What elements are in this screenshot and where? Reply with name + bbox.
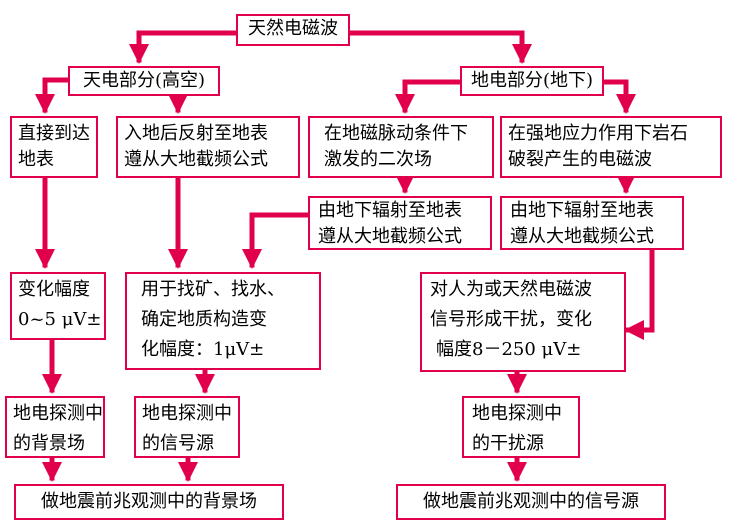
quake-bg-node: 做地震前兆观测中的背景场	[14, 484, 284, 520]
reflect-line-2: 遵从大地截频公式	[124, 149, 268, 170]
stress-line-1: 在强地应力作用下岩石	[508, 123, 688, 144]
stress-line-2: 破裂产生的电磁波	[508, 149, 652, 170]
rad1-line-1: 由地下辐射至地表	[318, 200, 462, 221]
rad2-node: 由地下辐射至地表 遵从大地截频公式	[500, 196, 684, 250]
sky-label: 天电部分(高空)	[82, 70, 206, 91]
direct-line-1: 直接到达	[18, 123, 90, 144]
sky-node: 天电部分(高空)	[68, 66, 220, 96]
rad1-node: 由地下辐射至地表 遵从大地截频公式	[308, 196, 492, 250]
use-line-2: 确定地质构造变	[141, 309, 267, 330]
interf-line-3: 幅度8－250 μV±	[436, 339, 582, 360]
rad2-line-2: 遵从大地截频公式	[510, 226, 654, 247]
arrow-rad2-to-interf	[624, 247, 655, 340]
reflect-node: 入地后反射至地表 遵从大地截频公式	[116, 116, 300, 178]
ground-node: 地电部分(地下)	[460, 66, 604, 96]
interf-line-2: 信号形成干扰，变化	[430, 309, 592, 330]
sig-line-2: 的信号源	[142, 433, 214, 454]
arrow-root-to-ground	[347, 30, 532, 64]
amp-line-2: 0~5 μV±	[18, 309, 102, 330]
direct-line-2: 地表	[18, 149, 54, 170]
quake-sig-node: 做地震前兆观测中的信号源	[396, 484, 666, 520]
direct-node: 直接到达 地表	[10, 116, 98, 178]
arrow-sky-to-direct	[35, 77, 73, 114]
arrow-ground-to-pulse	[395, 79, 465, 114]
quake-bg-label: 做地震前兆观测中的背景场	[41, 491, 257, 512]
pulse-line-1: 在地磁脉动条件下	[324, 123, 468, 144]
use-node: 用于找矿、找水、 确定地质构造变 化幅度：1μV±	[125, 272, 321, 370]
noise-node: 地电探测中 的干扰源	[462, 396, 580, 458]
stress-node: 在强地应力作用下岩石 破裂产生的电磁波	[500, 116, 722, 178]
amp-line-1: 变化幅度	[18, 279, 90, 300]
rad1-line-2: 遵从大地截频公式	[318, 226, 462, 247]
quake-sig-label: 做地震前兆观测中的信号源	[423, 491, 639, 512]
sig-line-1: 地电探测中	[142, 403, 232, 424]
interf-line-1: 对人为或天然电磁波	[430, 279, 592, 300]
use-line-3: 化幅度：1μV±	[141, 339, 265, 360]
noise-line-1: 地电探测中	[472, 403, 562, 424]
sig-node: 地电探测中 的信号源	[134, 396, 240, 458]
arrow-ground-to-stress	[599, 79, 636, 114]
use-line-1: 用于找矿、找水、	[141, 279, 285, 300]
root-node: 天然电磁波	[236, 14, 350, 46]
amp-node: 变化幅度 0~5 μV±	[10, 272, 106, 340]
ground-label: 地电部分(地下)	[470, 70, 594, 91]
arrow-root-to-sky	[129, 30, 239, 64]
interf-node: 对人为或天然电磁波 信号形成干扰，变化 幅度8－250 μV±	[420, 272, 626, 372]
bg-line-1: 地电探测中	[13, 403, 103, 424]
bg-node: 地电探测中 的背景场	[5, 396, 105, 458]
pulse-line-2: 激发的二次场	[324, 149, 432, 170]
arrow-rad1-to-use	[242, 212, 311, 269]
noise-line-2: 的干扰源	[472, 433, 544, 454]
reflect-line-1: 入地后反射至地表	[124, 123, 268, 144]
bg-line-2: 的背景场	[13, 433, 85, 454]
pulse-node: 在地磁脉动条件下 激发的二次场	[308, 116, 494, 178]
rad2-line-1: 由地下辐射至地表	[510, 200, 654, 221]
root-label: 天然电磁波	[248, 18, 338, 39]
